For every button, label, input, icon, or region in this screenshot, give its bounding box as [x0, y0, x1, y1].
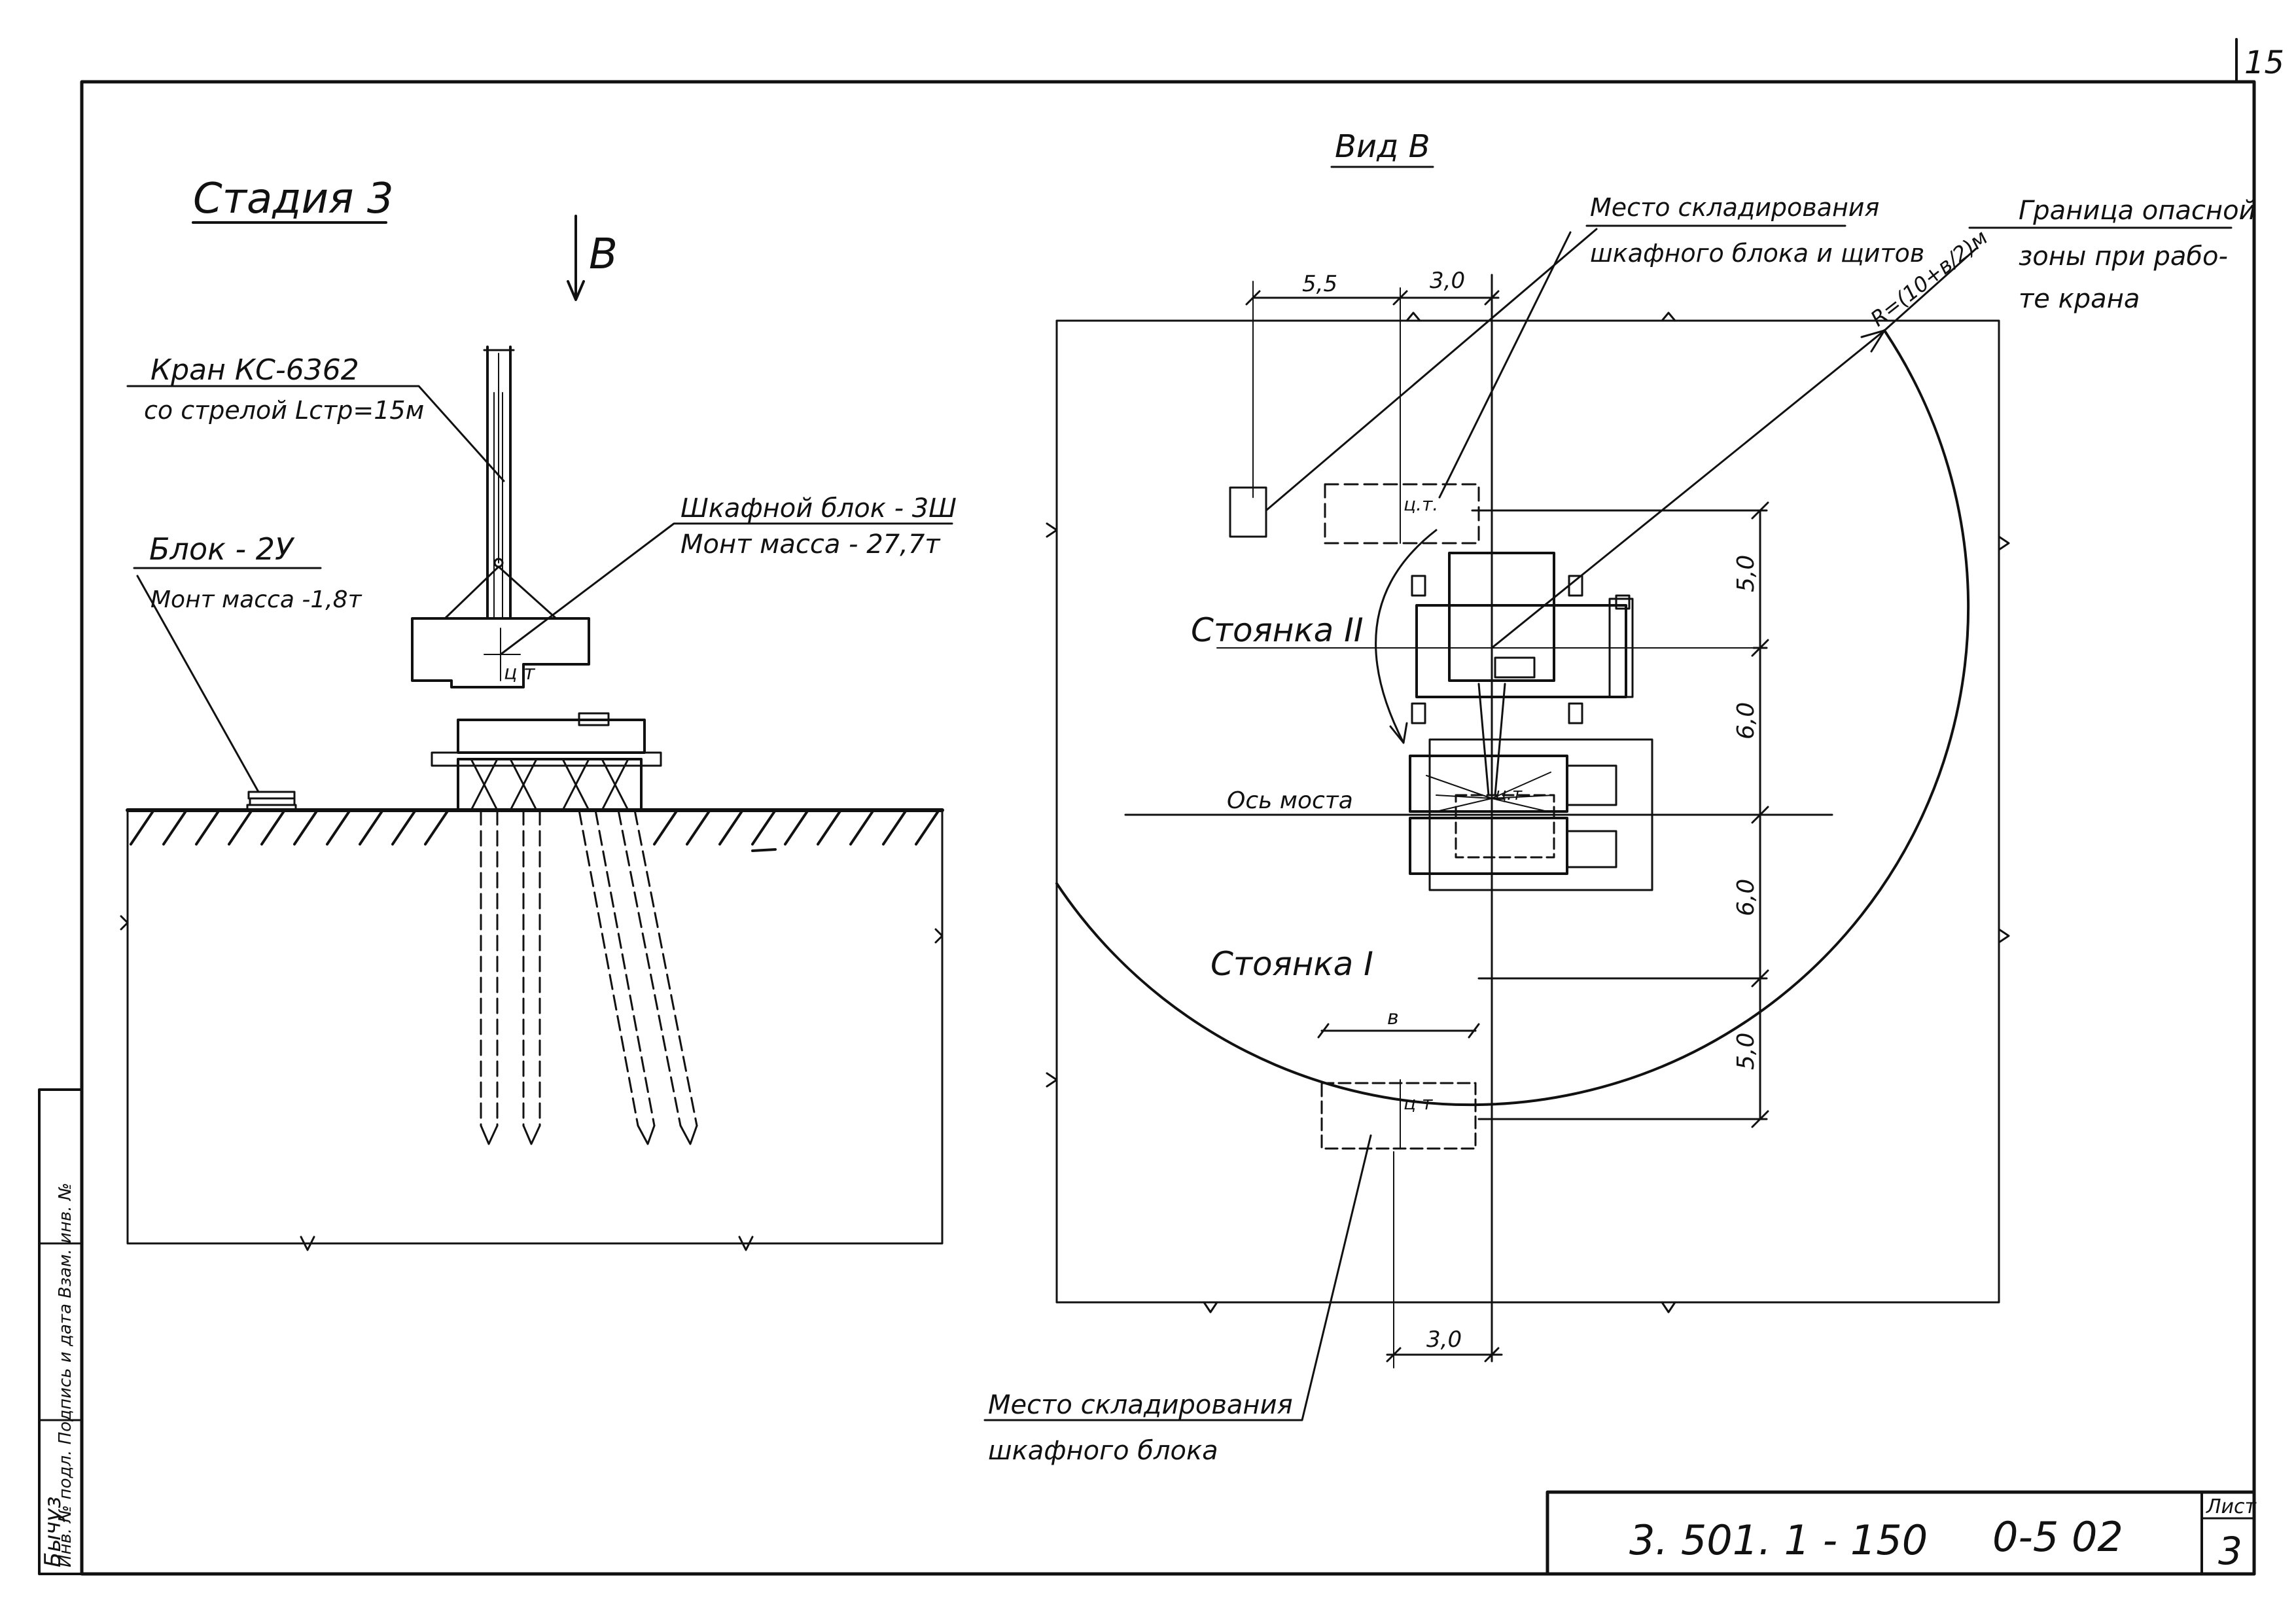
storage-bottom-line1: Место складирования — [988, 1390, 1293, 1420]
dim-top-left: 5,5 — [1302, 271, 1337, 297]
dimensions-right: 5,0 6,0 6,0 5,0 — [1471, 501, 1769, 1128]
sheet-frame: 15 — [80, 38, 2284, 1576]
doc-code: 3. 501. 1 - 150 — [1629, 1516, 1928, 1564]
danger-line3: те крана — [2019, 284, 2140, 314]
cg-mark-elevation: ц т — [504, 662, 536, 685]
sheet-number: 3 — [2218, 1529, 2242, 1573]
doc-part: 0-5 02 — [1992, 1513, 2123, 1561]
side-stamp: Инв. № подл. Подпись и дата Взам. инв. №… — [38, 1088, 83, 1575]
danger-zone: R=(10+в/2)м — [1055, 225, 1992, 1107]
crane-elevation: ц т — [411, 346, 646, 754]
cabinet-mass-label: Монт масса - 27,7т — [680, 529, 941, 560]
block-mass-label: Монт масса -1,8т — [150, 586, 362, 613]
dim-bottom: 3,0 — [1426, 1327, 1462, 1353]
dim-right-1: 5,0 — [1733, 555, 1759, 592]
dim-right-3: 6,0 — [1733, 879, 1759, 916]
bridge-area: ц.т — [1409, 738, 1653, 891]
block-label: Блок - 2У — [149, 531, 295, 567]
swing-arrowhead — [1389, 722, 1408, 744]
dimensions-bottom: 3,0 — [1386, 1151, 1503, 1368]
dim-right-4: 5,0 — [1733, 1033, 1759, 1070]
dim-top-right: 3,0 — [1430, 268, 1465, 294]
stop2-label: Стоянка II — [1191, 611, 1364, 649]
danger-line1: Граница опасной — [2019, 196, 2256, 226]
bridge-axis-label: Ось моста — [1227, 787, 1353, 814]
view-arrow-label: B — [589, 230, 618, 279]
view-arrow: B — [567, 215, 618, 301]
cabinet-label: Шкафной блок - 3Ш — [680, 493, 957, 524]
elevation-labels: Кран КС-6362 со стрелой Lстр=15м Блок - … — [126, 353, 957, 793]
storage-top: ц.т. — [1229, 483, 1480, 544]
title-block: 3. 501. 1 - 150 0-5 02 Лист 3 — [1545, 1490, 2257, 1576]
danger-line2: зоны при рабо- — [2019, 241, 2228, 272]
cg-mark-top: ц.т. — [1404, 493, 1438, 515]
elevation-view: Стадия 3 B — [120, 175, 957, 1251]
storage-bottom: в ц т — [1317, 1007, 1480, 1150]
crane-boom-label: со стрелой Lстр=15м — [144, 396, 424, 425]
page-corner-number: 15 — [2244, 45, 2284, 81]
dimensions-top: 5,5 3,0 — [1245, 268, 1500, 498]
width-mark: в — [1387, 1007, 1399, 1029]
sheet-label: Лист — [2206, 1495, 2257, 1518]
ground-section — [120, 808, 944, 1251]
side-stamp-text: Инв. № подл. Подпись и дата Взам. инв. № — [56, 1183, 75, 1567]
stage-title: Стадия 3 — [193, 175, 394, 223]
storage-top-line1: Место складирования — [1590, 193, 1879, 222]
pile-foundation — [431, 751, 698, 1145]
view-title: Вид В — [1335, 128, 1430, 165]
crane-label: Кран КС-6362 — [150, 353, 359, 387]
plan-view: Вид В — [983, 128, 2256, 1466]
plan-labels: Место складирования шкафного блока и щит… — [983, 193, 2256, 1466]
storage-top-line2: шкафного блока и щитов — [1590, 239, 1924, 268]
cg-mark-bottom: ц т — [1404, 1092, 1433, 1114]
swing-path — [1375, 529, 1438, 744]
crane-plan-stop2 — [1411, 552, 1634, 796]
storage-bottom-line2: шкафного блока — [988, 1436, 1218, 1466]
side-signature: Бычуз — [40, 1497, 66, 1567]
dim-right-2: 6,0 — [1733, 702, 1759, 740]
block-2u-stack — [246, 791, 297, 812]
stop1-label: Стоянка I — [1210, 945, 1373, 983]
